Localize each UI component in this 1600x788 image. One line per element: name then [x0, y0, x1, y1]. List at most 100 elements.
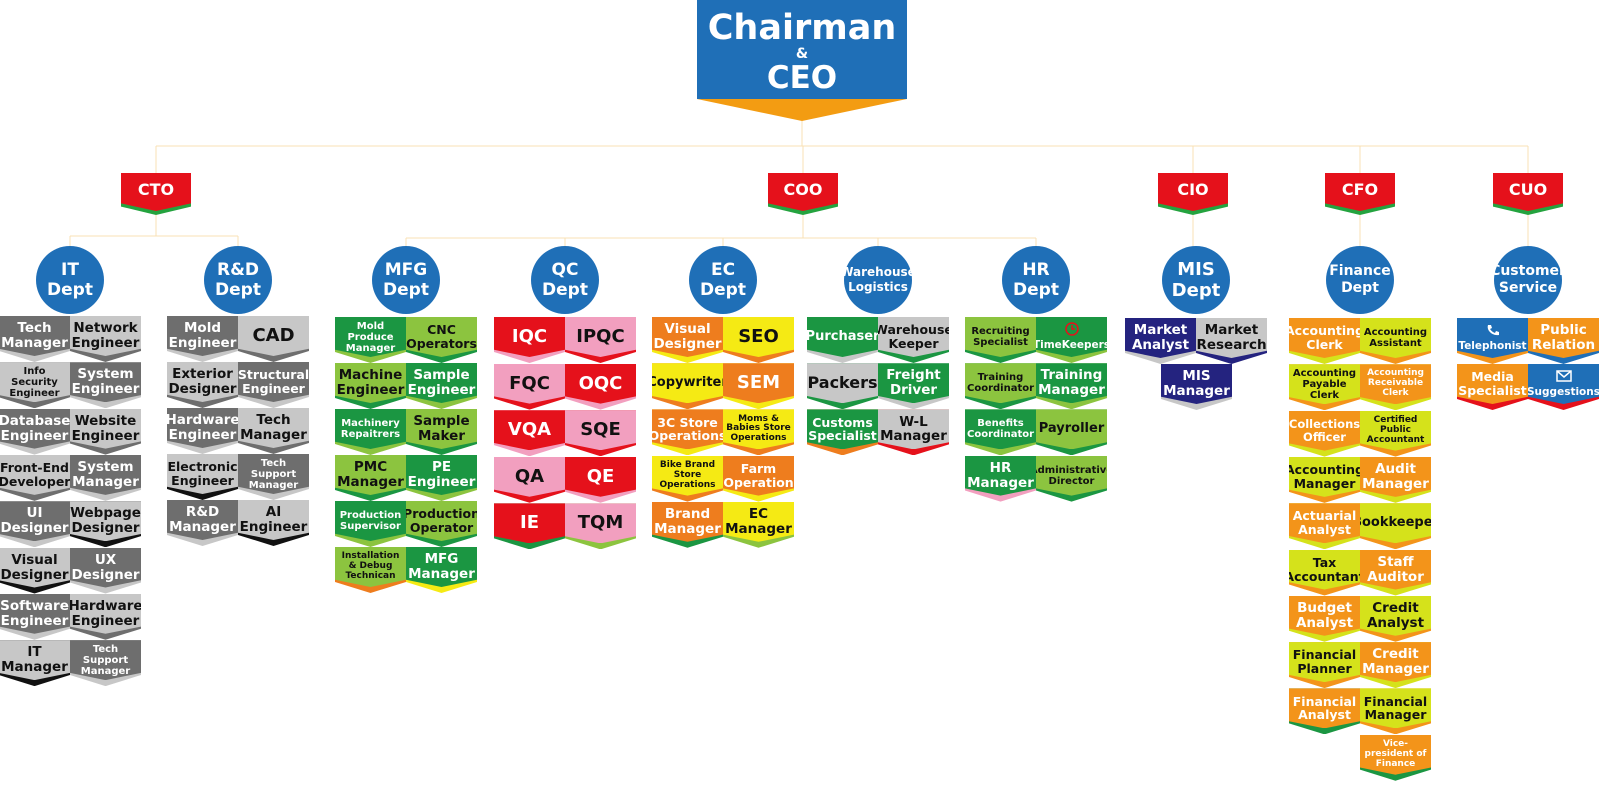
ceo-title-line1: Chairman [707, 8, 897, 48]
role-label: Tech Support Manager [248, 457, 299, 491]
role-label: Installation & Debug Technican [341, 551, 400, 581]
dept-label-line: Logistics [848, 280, 908, 294]
dept-label-line: Dept [215, 280, 261, 300]
role-label: Database Engineer [0, 412, 71, 444]
role-label: Copywriter [647, 375, 728, 391]
role-label: Accounting Clerk [1285, 323, 1364, 352]
role-benefits-coordinator: Benefits Coordinator [965, 409, 1036, 456]
role-freight-driver: Freight Driver [878, 363, 949, 410]
role-randd-manager: R&D Manager [167, 500, 238, 546]
role-front-end-developer: Front-End Developer [0, 454, 70, 501]
dept-label-line: Dept [1013, 280, 1059, 300]
role-bookkeeper: Bookkeeper [1360, 503, 1431, 550]
role-label: Payroller [1038, 421, 1105, 437]
role-fqc: FQC [494, 363, 565, 410]
role-label: Financial Planner [1292, 647, 1357, 677]
role-accounting-assistant: Accounting Assistant [1360, 318, 1431, 364]
role-label: Financial Analyst [1292, 693, 1357, 723]
role-label: IT Manager [1, 644, 68, 676]
role-label: 3C Store Operations [648, 414, 727, 444]
role-label: Hardware Engineer [68, 597, 143, 629]
role-system-manager: System Manager [70, 454, 141, 501]
role-moms-and-babies-store-operations: Moms & Babies Store Operations [723, 409, 794, 456]
role-label: Mold Engineer [168, 320, 237, 351]
role-label: Production Operator [403, 506, 480, 535]
ceo-arrow-icon [697, 99, 907, 121]
role-label: SEM [736, 372, 781, 394]
role-training-coordinator: Training Coordinator [965, 363, 1036, 410]
role-label: Public Relation [1531, 322, 1596, 353]
role-label: Production Supervisor [339, 510, 402, 532]
role-sample-maker: Sample Maker [406, 409, 477, 455]
role-iqc: IQC [494, 317, 565, 363]
role-label: MIS Manager [1163, 368, 1230, 399]
role-label: Staff Auditor [1367, 553, 1424, 585]
role-tqm: TQM [565, 503, 636, 550]
role-label: AI Engineer [239, 504, 308, 535]
role-credit-analyst: Credit Analyst [1360, 595, 1431, 642]
role-label: Accounting Assistant [1363, 327, 1428, 349]
role-suggestions: Suggestions [1528, 364, 1599, 410]
role-customs-specialist: Customs Specialist [807, 409, 878, 456]
exec-cuo: CUO [1493, 173, 1563, 215]
role-label: Farm Operation [723, 460, 794, 490]
role-brand-manager: Brand Manager [652, 501, 723, 548]
role-label: Machine Engineer [336, 367, 405, 398]
role-label: Freight Driver [886, 367, 941, 399]
role-sqe: SQE [565, 410, 636, 457]
role-label: SEO [738, 326, 779, 348]
role-production-operator: Production Operator [406, 501, 477, 547]
role-payroller: Payroller [1036, 409, 1107, 456]
role-label: OQC [578, 372, 623, 394]
role-label: FQC [509, 372, 550, 394]
dept-label-line: Dept [47, 280, 93, 300]
role-info-security-engineer: Info Security Engineer [0, 362, 70, 409]
role-label: Sample Engineer [407, 367, 476, 398]
role-ux-designer: UX Designer [70, 547, 141, 594]
role-cad: CAD [238, 316, 309, 362]
role-collections-officer: Collections Officer [1288, 410, 1361, 457]
role-label: Tax Accountant [1284, 554, 1365, 584]
role-hardware-engineer: Hardware Engineer [68, 593, 143, 640]
role-credit-manager: Credit Manager [1360, 642, 1431, 689]
role-audit-manager: Audit Manager [1360, 456, 1431, 503]
role-ai-engineer: AI Engineer [238, 500, 309, 546]
role-label: UI Designer [0, 505, 69, 537]
clock-icon [1064, 322, 1080, 338]
role-sem: SEM [723, 363, 794, 410]
role-system-engineer: System Engineer [70, 362, 141, 409]
role-label: IQC [511, 326, 548, 348]
role-label: EC Manager [725, 505, 792, 537]
role-actuarial-analyst: Actuarial Analyst [1289, 503, 1360, 550]
role-mis-manager: MIS Manager [1161, 364, 1232, 410]
role-label: Credit Analyst [1366, 599, 1425, 631]
role-qe: QE [565, 456, 636, 503]
role-label: Packers [807, 373, 878, 393]
role-webpage-designer: Webpage Designer [70, 501, 141, 548]
role-label: CNC Operators [406, 322, 477, 351]
dept-label-line: QC [551, 260, 579, 280]
role-label: Market Research [1196, 322, 1267, 353]
dept-label-line: Dept [383, 280, 429, 300]
role-cnc-operators: CNC Operators [406, 317, 477, 363]
role-label: Financial Manager [1363, 693, 1428, 723]
exec-cfo: CFO [1325, 173, 1395, 215]
role-telephonist: Telephonist [1457, 318, 1528, 364]
role-label: Collections Officer [1288, 416, 1361, 444]
role-label: Webpage Designer [70, 505, 141, 537]
dept-label-line: Dept [700, 280, 746, 300]
role-mfg-manager: MFG Manager [406, 547, 477, 593]
role-seo: SEO [723, 317, 794, 363]
role-label: Bike Brand Store Operations [659, 459, 716, 490]
role-label: IPQC [576, 326, 625, 348]
role-software-engineer: Software Engineer [0, 593, 70, 640]
role-label: Warehouse Keeper [874, 322, 953, 351]
role-label: Moms & Babies Store Operations [726, 413, 791, 444]
exec-cto: CTO [121, 173, 191, 215]
role-oqc: OQC [565, 363, 636, 410]
role-label: Media Specialist [1458, 369, 1527, 398]
